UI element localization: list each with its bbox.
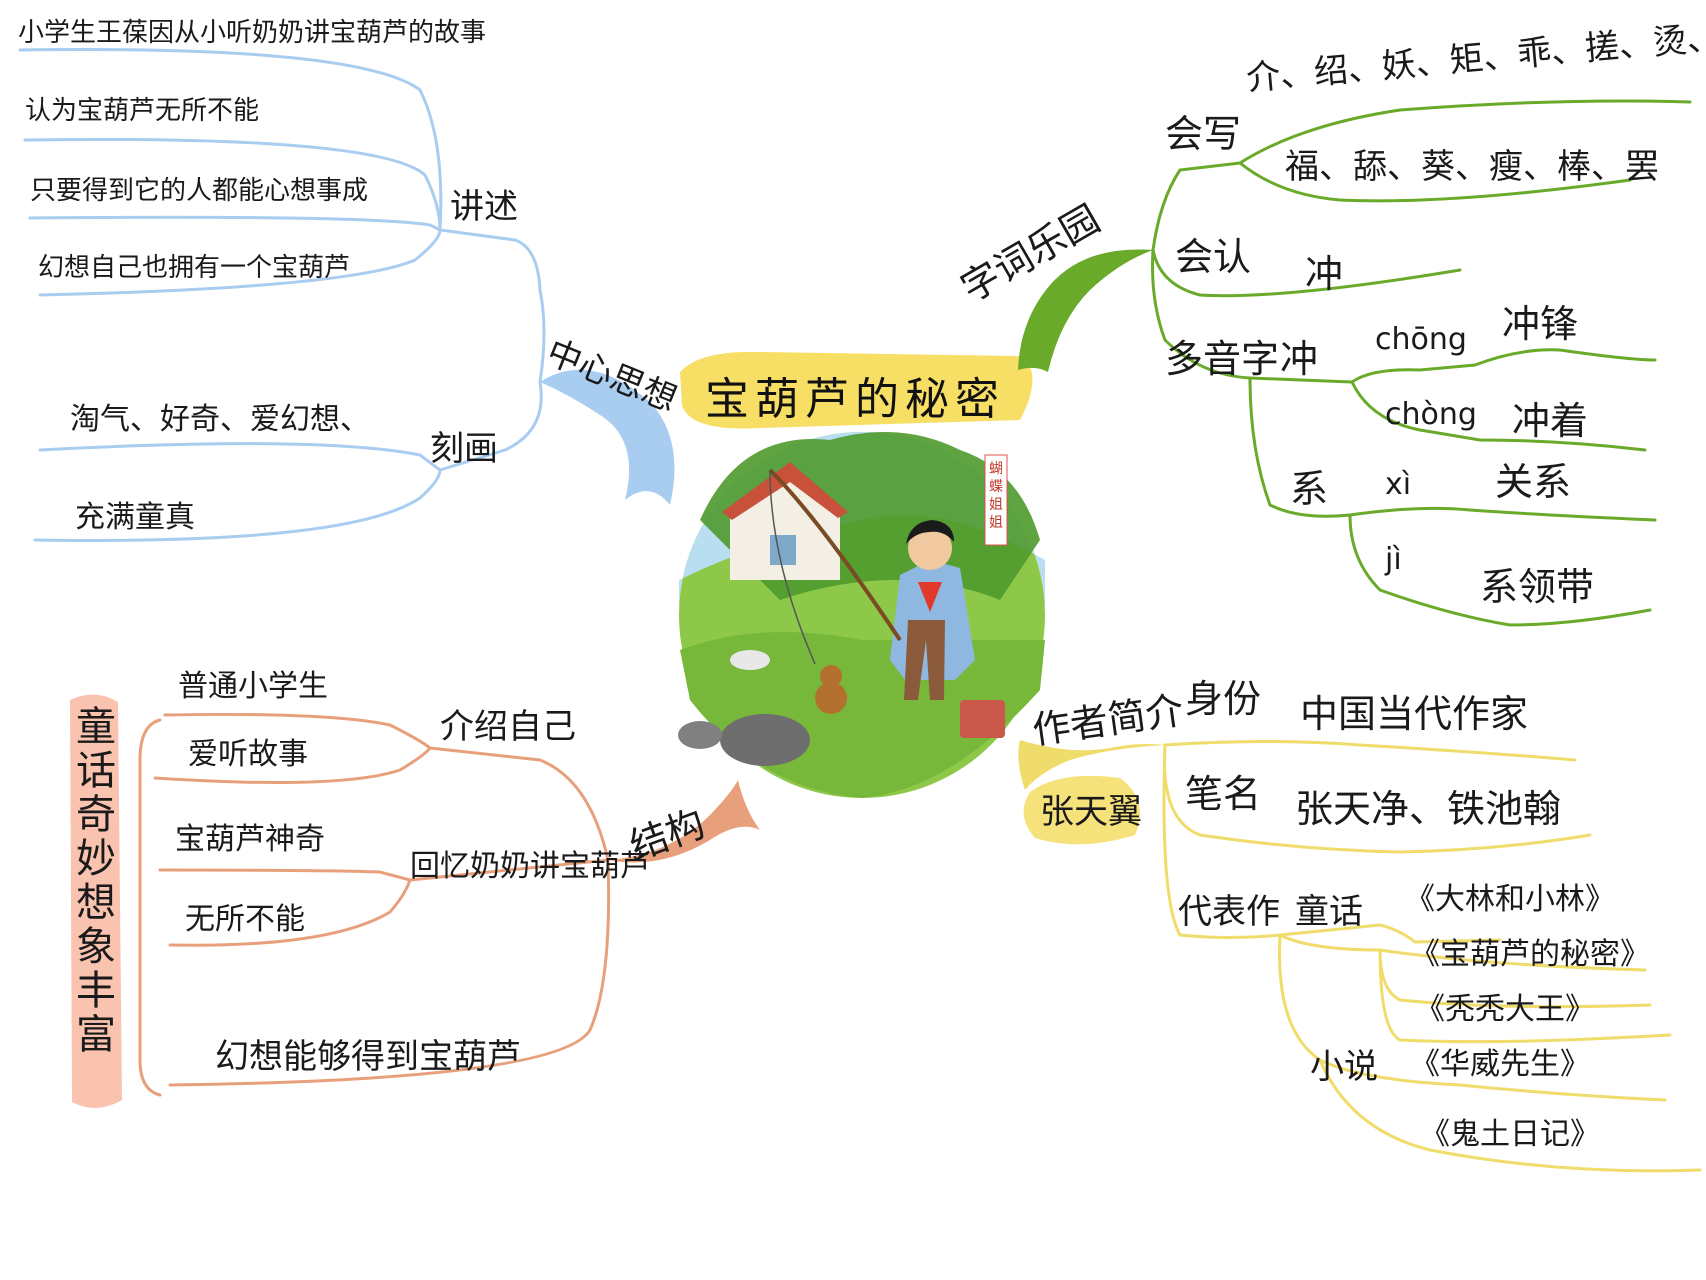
central-title: 宝葫芦的秘密 xyxy=(705,374,1005,425)
pinyin: xì xyxy=(1385,467,1412,502)
narrate-item: 只要得到它的人都能心想事成 xyxy=(30,176,369,206)
pinyin: chōng xyxy=(1375,322,1467,357)
work-title: 《秃秃大王》 xyxy=(1415,992,1595,1027)
identity-value: 中国当代作家 xyxy=(1300,692,1529,736)
intro-item: 普通小学生 xyxy=(178,669,328,704)
fairy-label: 童话 xyxy=(1295,892,1363,932)
author-branch xyxy=(1018,740,1702,1173)
recall-item: 宝葫芦神奇 xyxy=(175,822,325,857)
polyphone-word: 关系 xyxy=(1495,460,1572,504)
pinyin: jì xyxy=(1385,542,1402,577)
recognize-label: 会认 xyxy=(1175,235,1252,279)
polyphone-word: 冲锋 xyxy=(1502,302,1579,346)
write-label: 会写 xyxy=(1165,112,1242,156)
words-branch xyxy=(1018,99,1692,627)
theme-branch xyxy=(18,48,675,542)
portray-label: 刻画 xyxy=(430,429,498,469)
work-title: 《华威先生》 xyxy=(1410,1047,1590,1082)
summary-highlight xyxy=(70,694,122,1109)
intro-item: 爱听故事 xyxy=(188,737,308,772)
dream-item: 幻想能够得到宝葫芦 xyxy=(215,1037,521,1077)
polyphone-word: 冲着 xyxy=(1512,399,1589,443)
polyphone-char: 冲 xyxy=(1280,337,1319,381)
pinyin: chòng xyxy=(1385,397,1477,432)
polyphone-label: 多音字 xyxy=(1165,337,1280,381)
recall-label: 回忆奶奶讲宝葫芦 xyxy=(410,849,650,884)
identity-label: 身份 xyxy=(1185,677,1262,721)
intro-label: 介绍自己 xyxy=(440,707,576,747)
novel-label: 小说 xyxy=(1310,1047,1378,1087)
narrate-label: 讲述 xyxy=(450,187,518,227)
works-label: 代表作 xyxy=(1178,892,1280,932)
author-name-highlight xyxy=(1023,775,1140,845)
penname-label: 笔名 xyxy=(1185,772,1262,816)
work-title: 《鬼土日记》 xyxy=(1420,1117,1600,1152)
narrate-item: 幻想自己也拥有一个宝葫芦 xyxy=(38,253,351,283)
polyphone-char: 系 xyxy=(1290,467,1329,511)
illustration-stamp: 蝴蝶姐姐 xyxy=(989,461,1003,531)
narrate-item: 小学生王葆因从小听奶奶讲宝葫芦的故事 xyxy=(18,18,487,48)
title-highlight xyxy=(680,351,1033,429)
summary-text: 童话奇妙想象丰富 xyxy=(76,704,116,1058)
author-name: 张天翼 xyxy=(1040,792,1142,832)
recognize-char: 冲 xyxy=(1305,252,1344,296)
portray-item: 充满童真 xyxy=(75,500,195,535)
structure-branch xyxy=(138,712,760,1097)
recall-item: 无所不能 xyxy=(185,902,305,937)
polyphone-word: 系领带 xyxy=(1480,565,1595,609)
illustration xyxy=(678,432,1045,798)
penname-value: 张天净、铁池翰 xyxy=(1295,787,1562,831)
work-title: 《宝葫芦的秘密》 xyxy=(1410,937,1650,972)
narrate-item: 认为宝葫芦无所不能 xyxy=(25,96,260,126)
write-chars-line2: 福、舔、葵、瘦、棒、罢 xyxy=(1285,147,1659,187)
portray-item: 淘气、好奇、爱幻想、 xyxy=(70,402,370,437)
work-title: 《大林和小林》 xyxy=(1405,882,1615,917)
